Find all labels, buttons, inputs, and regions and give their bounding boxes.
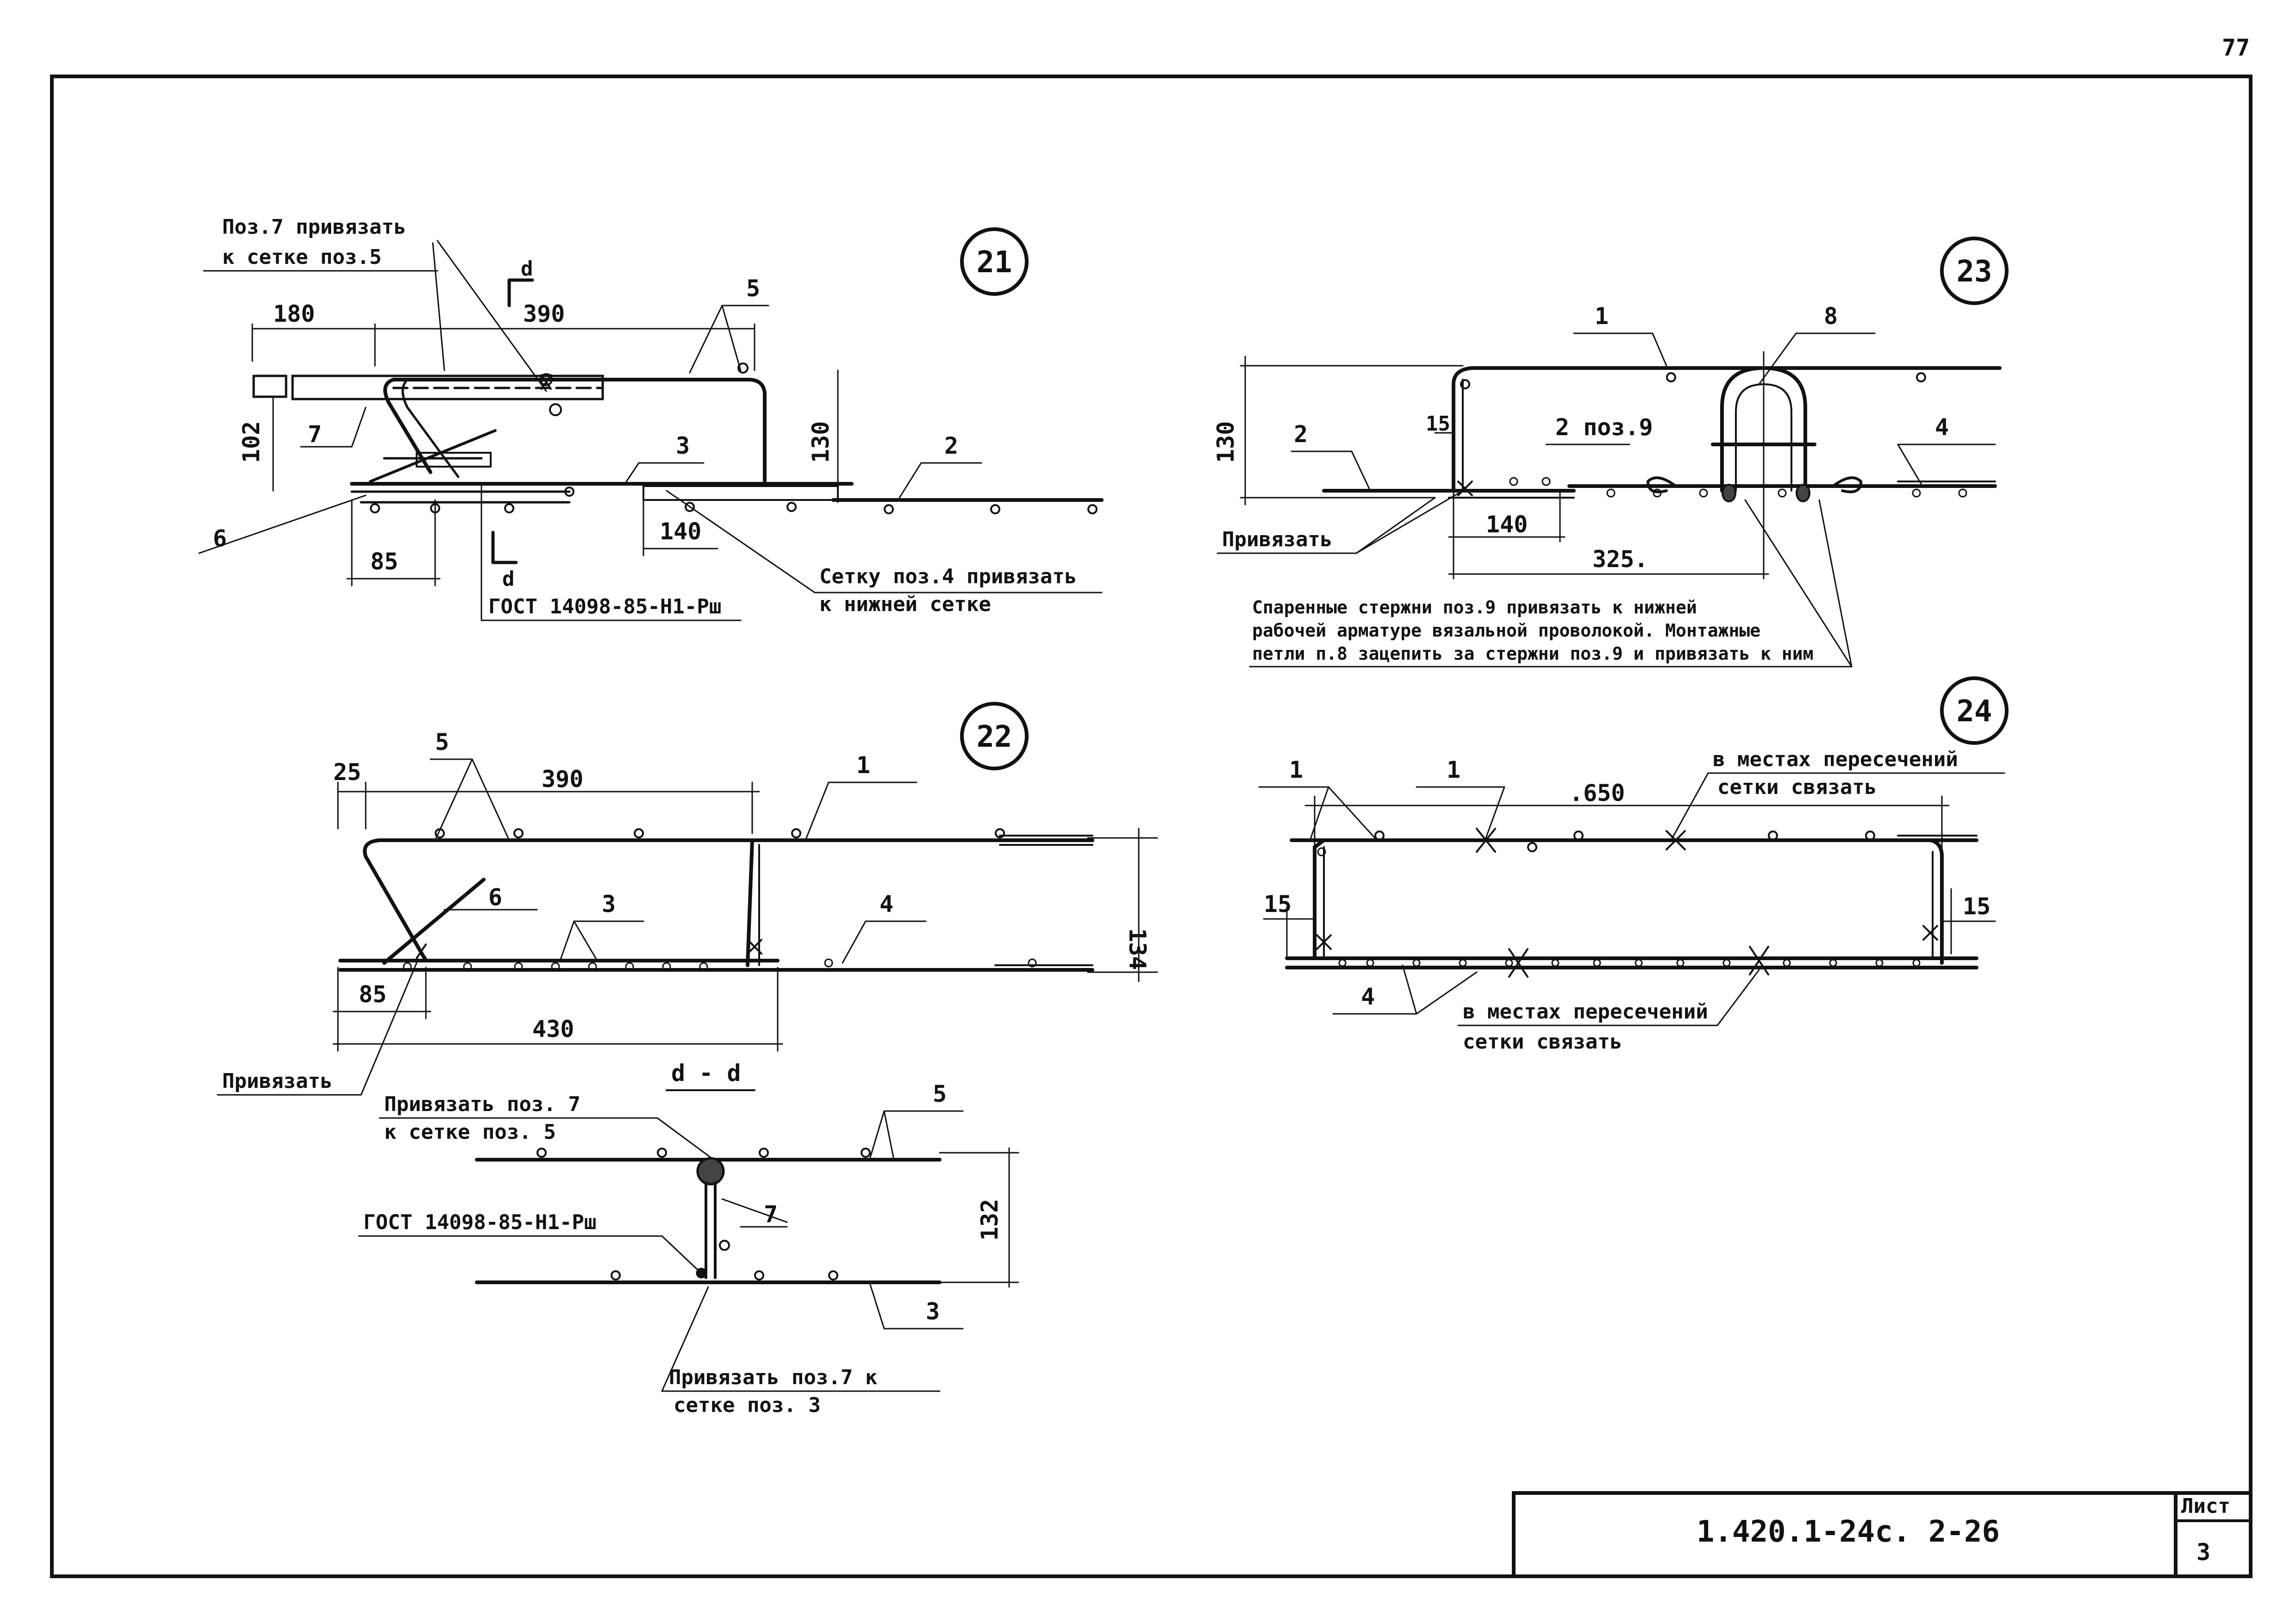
dim-dd-132: 132 bbox=[976, 1199, 1003, 1241]
dim-22-390: 390 bbox=[542, 766, 583, 793]
detail-21-number: 21 bbox=[976, 245, 1012, 280]
dim-22-134: 134 bbox=[1124, 928, 1151, 970]
pos-24-1b: 1 bbox=[1447, 756, 1460, 783]
detail-24: 24 в местах пересечений сетки связать 1 … bbox=[1258, 676, 2009, 1054]
title-block: 1.420.1-24с. 2-26 Лист 3 bbox=[1512, 1491, 2252, 1578]
pos-22-6: 6 bbox=[488, 884, 502, 911]
pos-21-6: 6 bbox=[213, 525, 227, 552]
note-24-bottom-line2: сетки связать bbox=[1463, 1030, 1622, 1054]
note-23-line1: Спаренные стержни поз.9 привязать к нижн… bbox=[1252, 597, 1697, 618]
dim-24-15-left: 15 bbox=[1264, 891, 1292, 918]
title-block-frame bbox=[1512, 1491, 2252, 1578]
dim-23-130: 130 bbox=[1212, 421, 1239, 463]
detail-21: 21 Поз.7 привязать к сетке поз.5 d 180 3… bbox=[198, 215, 1104, 621]
dim-23-325: 325. bbox=[1592, 546, 1648, 573]
dim-24-650: .650 bbox=[1569, 780, 1625, 806]
document-code: 1.420.1-24с. 2-26 bbox=[1697, 1515, 2000, 1549]
detail-22-number: 22 bbox=[976, 720, 1012, 754]
pos-24-4: 4 bbox=[1361, 983, 1375, 1010]
dim-23-140: 140 bbox=[1486, 511, 1528, 538]
dim-21-180: 180 bbox=[273, 300, 315, 327]
detail-23-marker bbox=[1940, 237, 2009, 305]
dim-21-85: 85 bbox=[370, 548, 398, 575]
dim-22-85: 85 bbox=[359, 981, 387, 1008]
pos-21-5: 5 bbox=[746, 275, 760, 302]
pos-24-1a: 1 bbox=[1289, 756, 1303, 783]
detail-24-number: 24 bbox=[1956, 694, 1992, 729]
pos-21-3: 3 bbox=[676, 432, 690, 459]
pos-23-4: 4 bbox=[1935, 414, 1949, 441]
section-mark-top: d bbox=[521, 257, 533, 281]
detail-21-marker bbox=[960, 227, 1029, 296]
detail-22: 22 25 390 5 1 bbox=[217, 702, 1158, 1096]
note-dd-bottom-line2: сетке поз. 3 bbox=[674, 1393, 821, 1417]
detail-22-marker bbox=[960, 702, 1029, 770]
pos-dd-3: 3 bbox=[926, 1298, 940, 1325]
sheet-number: 3 bbox=[2196, 1539, 2210, 1566]
pos-23-9: 2 поз.9 bbox=[1555, 414, 1653, 441]
pos-21-2: 2 bbox=[944, 432, 958, 459]
section-mark-bottom: d bbox=[502, 567, 515, 591]
gost-21: ГОСТ 14098-85-Н1-Рш bbox=[488, 595, 721, 618]
note-24-top-line2: сетки связать bbox=[1717, 775, 1877, 799]
pos-22-5: 5 bbox=[435, 729, 449, 756]
note-dd-top-line1: Привязать поз. 7 bbox=[384, 1093, 580, 1116]
pos-22-1: 1 bbox=[856, 752, 870, 779]
note-21-right-line1: Сетку поз.4 привязать bbox=[819, 565, 1077, 588]
page-number: 77 bbox=[2222, 34, 2250, 61]
dim-21-130: 130 bbox=[807, 421, 834, 463]
dim-24-15-right: 15 bbox=[1963, 893, 1990, 920]
detail-23: 23 1 8 130 2 поз. bbox=[1212, 237, 2009, 668]
note-dd-bottom-line1: Привязать поз.7 к bbox=[669, 1366, 877, 1389]
pos-23-1: 1 bbox=[1595, 303, 1609, 330]
dim-22-430: 430 bbox=[532, 1016, 574, 1043]
dim-21-102: 102 bbox=[238, 421, 265, 463]
pos-dd-5: 5 bbox=[933, 1081, 947, 1107]
gost-dd: ГОСТ 14098-85-Н1-Рш bbox=[363, 1211, 596, 1234]
dim-21-140: 140 bbox=[660, 518, 701, 545]
note-21-top-line2: к сетке поз.5 bbox=[222, 245, 381, 269]
pos-22-3: 3 bbox=[602, 891, 616, 918]
pos-23-2: 2 bbox=[1294, 421, 1308, 448]
note-24-bottom-line1: в местах пересечений bbox=[1463, 1000, 1708, 1024]
dim-23-15: 15 bbox=[1426, 412, 1450, 436]
dim-21-390: 390 bbox=[523, 300, 565, 327]
pos-22-4: 4 bbox=[880, 891, 893, 918]
drawing-frame bbox=[50, 75, 2252, 1578]
note-23-line3: петли п.8 зацепить за стержни поз.9 и пр… bbox=[1252, 643, 1814, 664]
note-21-right-line2: к нижней сетке bbox=[819, 593, 991, 616]
pos-dd-7: 7 bbox=[764, 1201, 778, 1228]
tie-label-23: Привязать bbox=[1222, 528, 1332, 551]
note-23-line2: рабочей арматуре вязальной проволокой. М… bbox=[1252, 620, 1760, 641]
note-dd-top-line2: к сетке поз. 5 bbox=[384, 1120, 556, 1144]
section-dd-title: d - d bbox=[671, 1060, 741, 1087]
note-24-top-line1: в местах пересечений bbox=[1713, 748, 1958, 771]
note-21-top-line1: Поз.7 привязать bbox=[222, 215, 406, 239]
detail-24-marker bbox=[1940, 676, 2009, 745]
pos-23-8: 8 bbox=[1824, 303, 1838, 330]
section-dd: d - d Привязать поз. 7 к сетке поз. 5 5 bbox=[358, 1060, 1019, 1417]
dim-22-25: 25 bbox=[333, 759, 361, 786]
sheet-label: Лист bbox=[2181, 1494, 2230, 1518]
pos-21-7: 7 bbox=[308, 421, 322, 448]
detail-23-number: 23 bbox=[1956, 255, 1992, 289]
tie-label-22: Привязать bbox=[222, 1069, 332, 1093]
